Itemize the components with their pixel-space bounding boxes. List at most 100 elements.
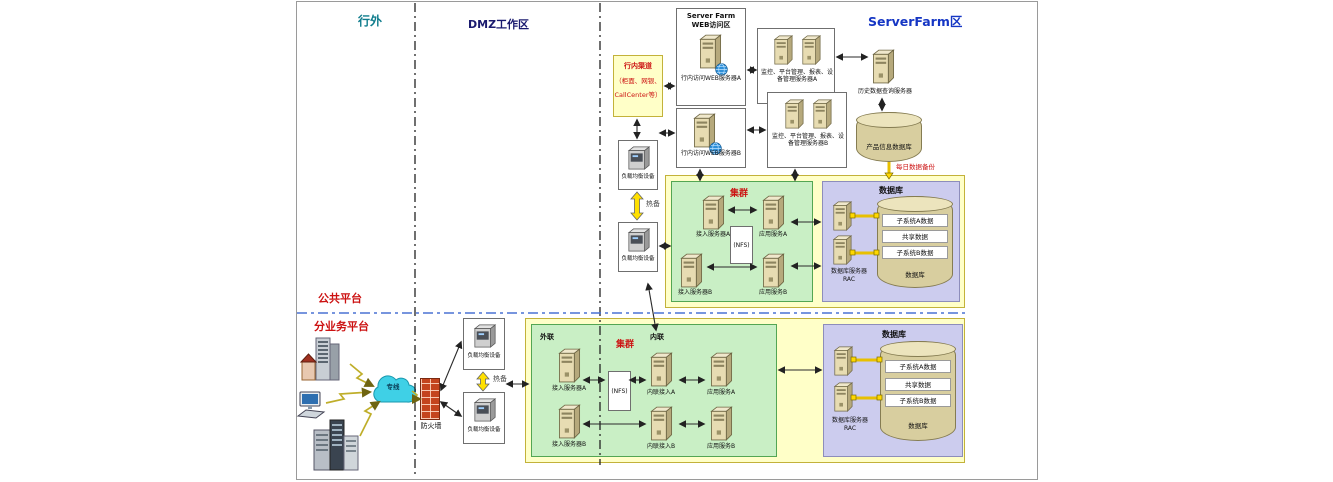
rac-label-line1: 数据库服务器 [830, 268, 867, 275]
internal-access-b-icon [648, 405, 674, 445]
product-db-cylinder: 产品信息数据库 [856, 112, 922, 162]
upper-database-box: 数据库 数据库服务器 RAC 子系统A数据 共享数据 子系统B数据 数据库 [822, 181, 960, 302]
zone-label-public-platform: 公共平台 [318, 292, 362, 305]
db-band-subsystem-b: 子系统B数据 [882, 246, 948, 259]
server-icon [772, 34, 794, 69]
upper-cluster-title: 集群 [730, 189, 749, 199]
server-icon [800, 34, 822, 69]
load-balancer-label: 负载均衡设备 [621, 174, 655, 180]
access-server-a-icon [700, 194, 726, 234]
mgmt-server-b-box: 监控、平台管理、报表、设备管理服务器B [767, 92, 847, 168]
web-server-b-box: 行内访问WEB服务器B [676, 108, 746, 168]
app-server-b-label: 应用服务B [706, 443, 736, 450]
server-icon [811, 98, 833, 133]
lower-cluster-title: 集群 [616, 340, 635, 350]
diagram-frame [296, 1, 1038, 480]
zone-label-business-platform: 分业务平台 [314, 320, 369, 333]
mgmt-server-a-label: 监控、平台管理、报表、设备管理服务器A [761, 69, 834, 84]
app-server-b-icon [760, 252, 786, 292]
load-balancer-label: 负载均衡设备 [621, 256, 655, 262]
nfs-label: (NFS) [611, 388, 628, 395]
load-balancer-lower-2: 负载均衡设备 [463, 392, 505, 444]
web-server-b-icon [691, 112, 717, 152]
web-zone-title-line1: Server Farm [686, 12, 736, 20]
rac-server-icon [831, 234, 853, 269]
app-server-a-label: 应用服务A [758, 231, 788, 238]
lower-cluster-box: 外联 集群 内联 接入服务器A 接入服务器B (NFS) 内联接入A 内联接入B… [531, 324, 777, 457]
web-server-b-label: 行内访问WEB服务器B [681, 150, 741, 157]
product-db-label: 产品信息数据库 [866, 143, 912, 151]
nfs-label: (NFS) [733, 242, 750, 249]
channel-box: 行内渠道 （柜面、网银、 CallCenter等） [613, 55, 663, 117]
computer-icon [296, 390, 326, 426]
db-band-shared: 共享数据 [885, 378, 951, 391]
internal-access-a-label: 内联接入A [646, 389, 676, 396]
access-server-b-icon [678, 252, 704, 292]
rac-label-line2: RAC [842, 276, 856, 283]
load-balancer-icon [473, 397, 497, 427]
load-balancer-label: 负载均衡设备 [467, 427, 501, 433]
channel-line2: （柜面、网银、 [615, 77, 661, 85]
channel-line3: CallCenter等） [614, 91, 662, 99]
rac-label-line2: RAC [843, 425, 857, 432]
lower-database-title: 数据库 [882, 330, 906, 339]
lower-database-box: 数据库 数据库服务器 RAC 子系统A数据 共享数据 子系统B数据 数据库 [823, 324, 963, 457]
upper-database-title: 数据库 [879, 186, 903, 195]
access-server-a-icon [556, 347, 582, 387]
access-server-b-icon [556, 403, 582, 443]
db-band-subsystem-a: 子系统A数据 [882, 214, 948, 227]
upper-db-cylinder-label: 数据库 [905, 271, 925, 279]
external-label: 外联 [540, 333, 554, 341]
cylinder-top [880, 341, 956, 357]
nfs-box: (NFS) [608, 371, 631, 411]
rac-server-icon [831, 200, 853, 235]
access-server-b-label: 接入服务器B [677, 289, 713, 296]
upper-cluster-box: 集群 接入服务器A 接入服务器B (NFS) 应用服务A 应用服务B [671, 181, 813, 302]
history-server-label: 历史数据查询服务器 [857, 88, 912, 95]
access-server-a-label: 接入服务器A [695, 231, 731, 238]
web-server-a-label: 行内访问WEB服务器A [681, 75, 741, 82]
app-server-b-label: 应用服务B [758, 289, 788, 296]
app-server-a-label: 应用服务A [706, 389, 736, 396]
internal-label: 内联 [650, 333, 664, 341]
load-balancer-label: 负载均衡设备 [467, 353, 501, 359]
db-band-subsystem-b: 子系统B数据 [885, 394, 951, 407]
cylinder-top [856, 112, 922, 128]
firewall-label: 防火墙 [420, 422, 442, 430]
building-1 [299, 336, 352, 386]
load-balancer-lower-1: 负载均衡设备 [463, 318, 505, 370]
zone-label-outside: 行外 [358, 14, 383, 28]
db-band-subsystem-a: 子系统A数据 [885, 360, 951, 373]
load-balancer-upper-2: 负载均衡设备 [618, 222, 658, 272]
app-server-a-icon [760, 194, 786, 234]
web-server-a-icon [697, 33, 723, 73]
access-server-a-label: 接入服务器A [551, 385, 587, 392]
web-zone-title-line2: WEB访问区 [691, 21, 731, 29]
rac-server-icon [832, 381, 854, 416]
web-access-zone-box: Server Farm WEB访问区 行内访问WEB服务器A [676, 8, 746, 106]
app-server-b-icon [708, 405, 734, 445]
rac-server-icon [832, 345, 854, 380]
rac-label-line1: 数据库服务器 [831, 417, 868, 424]
load-balancer-icon [473, 323, 497, 353]
building-2 [306, 416, 368, 476]
app-server-a-icon [708, 351, 734, 391]
db-band-shared: 共享数据 [882, 230, 948, 243]
hot-standby-label-lower: 热备 [493, 375, 507, 383]
internal-access-b-label: 内联接入B [646, 443, 676, 450]
leased-line-label: 专线 [386, 383, 400, 391]
load-balancer-icon [627, 227, 651, 257]
internal-access-a-icon [648, 351, 674, 391]
zone-label-dmz: DMZ工作区 [468, 18, 530, 31]
server-icon [783, 98, 805, 133]
history-server-icon [870, 48, 896, 88]
lower-db-cylinder: 子系统A数据 共享数据 子系统B数据 数据库 [880, 341, 956, 441]
load-balancer-upper-1: 负载均衡设备 [618, 140, 658, 190]
channel-line1: 行内渠道 [624, 62, 652, 70]
cylinder-top [877, 196, 953, 212]
upper-db-cylinder: 子系统A数据 共享数据 子系统B数据 数据库 [877, 196, 953, 288]
daily-backup-label: 每日数据备份 [896, 163, 935, 171]
zone-label-serverfarm: ServerFarm区 [868, 14, 963, 29]
lower-db-cylinder-label: 数据库 [908, 422, 928, 430]
